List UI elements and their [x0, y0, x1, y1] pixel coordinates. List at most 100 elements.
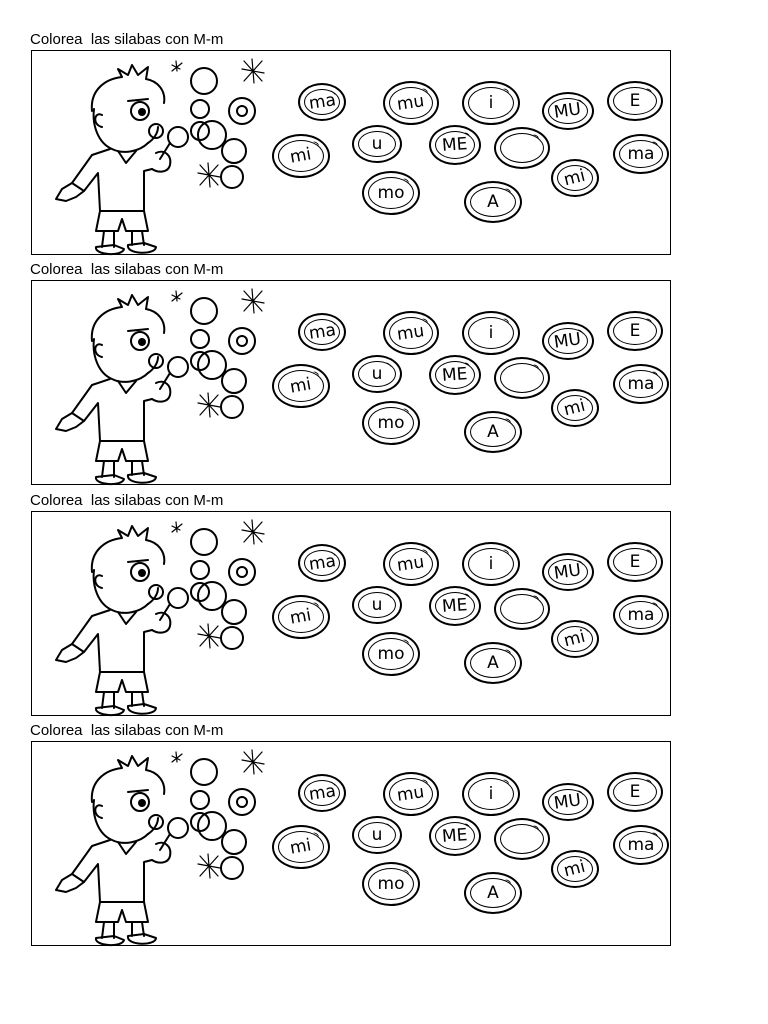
syllable-bubble[interactable]: ma: [298, 313, 346, 351]
syllable-text: i: [488, 783, 494, 804]
syllable-bubble[interactable]: mi: [272, 364, 330, 408]
syllable-text: i: [488, 553, 494, 574]
syllable-bubble[interactable]: ma: [613, 364, 669, 404]
syllable-bubble[interactable]: ma: [613, 825, 669, 865]
syllable-bubble[interactable]: mi: [272, 134, 330, 178]
syllable-text: MU: [553, 98, 583, 123]
boy-blowing-bubbles-icon: [55, 519, 265, 716]
syllable-text: mo: [377, 182, 405, 203]
syllable-bubble[interactable]: mo: [362, 171, 420, 215]
syllable-bubble[interactable]: MU: [542, 322, 594, 360]
syllable-text: mo: [377, 873, 405, 894]
syllable-bubble[interactable]: mi: [551, 389, 599, 427]
syllable-bubble[interactable]: mi: [272, 825, 330, 869]
syllable-text: mi: [288, 604, 314, 629]
syllable-text: ME: [441, 594, 469, 617]
syllable-bubble[interactable]: ma: [298, 544, 346, 582]
syllable-text: ma: [307, 89, 337, 114]
syllable-bubble[interactable]: ME: [429, 586, 481, 626]
syllable-text: ma: [627, 834, 655, 855]
syllable-bubble[interactable]: u: [352, 355, 402, 393]
syllable-bubble[interactable]: MU: [542, 783, 594, 821]
syllable-text: mu: [395, 551, 426, 576]
syllable-bubble[interactable]: ma: [613, 134, 669, 174]
syllable-text: mi: [562, 395, 588, 420]
syllable-bubble[interactable]: u: [352, 125, 402, 163]
syllable-bubble[interactable]: E: [607, 542, 663, 582]
syllable-text: MU: [553, 789, 583, 814]
exercise-instruction: Colorea las silabas con M-m: [30, 722, 224, 739]
syllable-text: u: [371, 824, 383, 845]
syllable-text: mi: [288, 373, 314, 398]
syllable-bubble[interactable]: mu: [383, 772, 439, 816]
empty-bubble[interactable]: [494, 127, 550, 169]
syllable-bubble[interactable]: MU: [542, 553, 594, 591]
syllable-bubble[interactable]: mi: [551, 850, 599, 888]
syllable-bubble[interactable]: A: [464, 181, 522, 223]
syllable-text: mi: [562, 165, 588, 190]
syllable-text: mi: [288, 834, 314, 859]
boy-blowing-bubbles-icon: [55, 288, 265, 485]
exercise-instruction: Colorea las silabas con M-m: [30, 261, 224, 278]
syllable-bubble[interactable]: i: [462, 772, 520, 816]
syllable-bubble[interactable]: mi: [272, 595, 330, 639]
syllable-bubble[interactable]: u: [352, 586, 402, 624]
syllable-text: mu: [395, 781, 426, 806]
syllable-bubble[interactable]: A: [464, 642, 522, 684]
syllable-text: ma: [627, 143, 655, 164]
syllable-text: ma: [307, 550, 337, 575]
syllable-text: ma: [307, 780, 337, 805]
syllable-text: A: [487, 191, 499, 212]
syllable-text: mo: [377, 412, 405, 433]
syllable-text: i: [488, 322, 494, 343]
boy-blowing-bubbles-icon: [55, 749, 265, 946]
syllable-text: ma: [627, 604, 655, 625]
syllable-bubble[interactable]: E: [607, 311, 663, 351]
syllable-bubble[interactable]: mo: [362, 632, 420, 676]
syllable-text: u: [371, 594, 383, 615]
syllable-text: E: [629, 320, 641, 341]
syllable-text: ME: [441, 133, 469, 156]
syllable-bubble[interactable]: u: [352, 816, 402, 854]
syllable-text: ma: [627, 373, 655, 394]
syllable-text: E: [629, 551, 641, 572]
syllable-bubble[interactable]: ME: [429, 816, 481, 856]
syllable-bubble[interactable]: i: [462, 81, 520, 125]
syllable-bubble[interactable]: ma: [298, 83, 346, 121]
syllable-bubble[interactable]: mi: [551, 620, 599, 658]
syllable-bubble[interactable]: mu: [383, 311, 439, 355]
syllable-bubble[interactable]: mu: [383, 81, 439, 125]
syllable-text: MU: [553, 559, 583, 584]
syllable-bubble[interactable]: mo: [362, 401, 420, 445]
empty-bubble[interactable]: [494, 588, 550, 630]
syllable-text: A: [487, 421, 499, 442]
syllable-bubble[interactable]: ME: [429, 125, 481, 165]
boy-blowing-bubbles-icon: [55, 58, 265, 255]
syllable-bubble[interactable]: mi: [551, 159, 599, 197]
syllable-bubble[interactable]: A: [464, 411, 522, 453]
syllable-text: u: [371, 363, 383, 384]
syllable-bubble[interactable]: ma: [613, 595, 669, 635]
syllable-text: A: [487, 652, 499, 673]
exercise-instruction: Colorea las silabas con M-m: [30, 31, 224, 48]
syllable-bubble[interactable]: E: [607, 772, 663, 812]
syllable-bubble[interactable]: ma: [298, 774, 346, 812]
syllable-bubble[interactable]: MU: [542, 92, 594, 130]
syllable-text: mo: [377, 643, 405, 664]
syllable-bubble[interactable]: i: [462, 542, 520, 586]
syllable-bubble[interactable]: mo: [362, 862, 420, 906]
syllable-bubble[interactable]: E: [607, 81, 663, 121]
syllable-bubble[interactable]: i: [462, 311, 520, 355]
syllable-bubble[interactable]: mu: [383, 542, 439, 586]
empty-bubble[interactable]: [494, 818, 550, 860]
syllable-text: i: [488, 92, 494, 113]
syllable-text: mi: [562, 856, 588, 881]
syllable-bubble[interactable]: A: [464, 872, 522, 914]
syllable-text: mu: [395, 90, 426, 115]
empty-bubble[interactable]: [494, 357, 550, 399]
syllable-bubble[interactable]: ME: [429, 355, 481, 395]
